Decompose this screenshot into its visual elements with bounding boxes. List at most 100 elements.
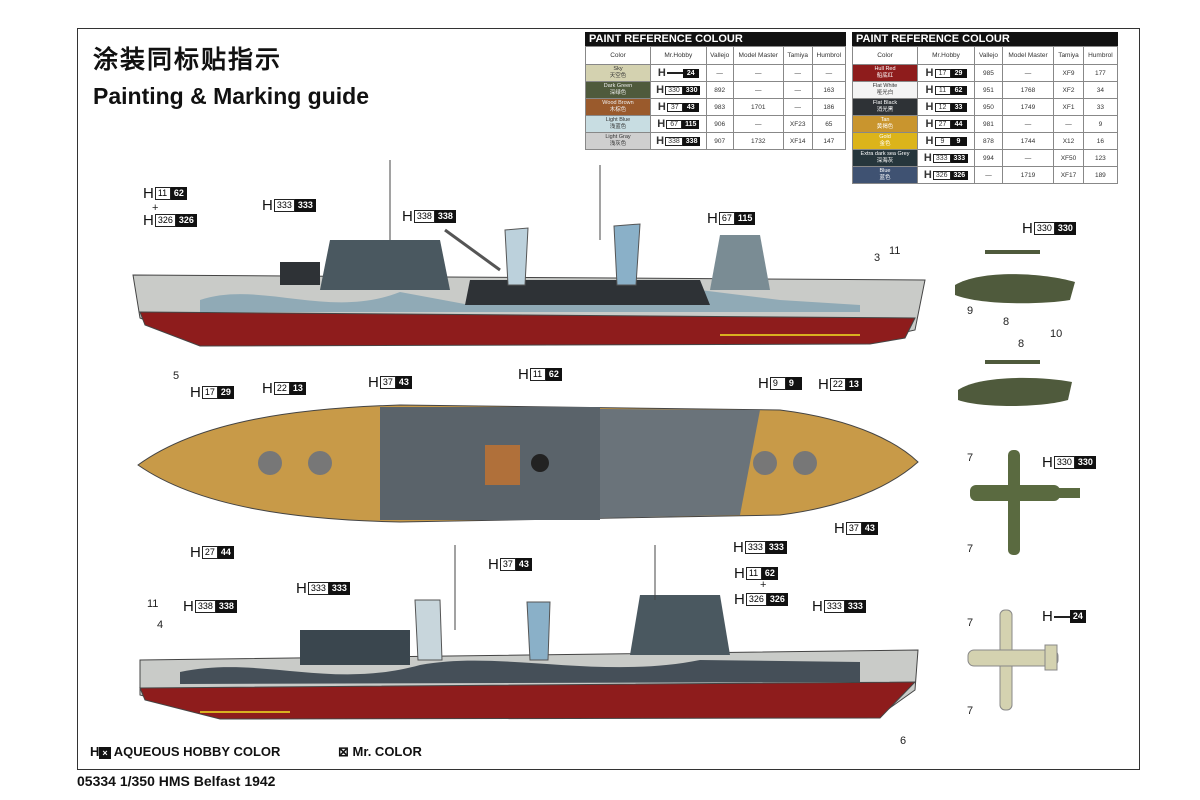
aircraft-top-view	[970, 450, 1080, 555]
part-number-label: 3	[874, 252, 881, 264]
callout-aqueous-code: 22	[829, 378, 846, 391]
callout-aqueous-code: 330	[1033, 222, 1055, 235]
callout-mr-code: 44	[217, 546, 234, 559]
callout-aqueous-code: 37	[379, 376, 396, 389]
callout-h: H	[734, 591, 745, 608]
product-footer: 05334 1/350 HMS Belfast 1942	[77, 773, 276, 789]
callout-mr-code: 333	[765, 541, 787, 554]
humbrol-code: 189	[1082, 166, 1119, 184]
callout-mr-code: 330	[1074, 456, 1096, 469]
callout-mr-code: 333	[844, 600, 866, 613]
callout-h: H	[1042, 608, 1053, 625]
callout-aqueous-code: 11	[745, 567, 762, 580]
legend-mr-color: ⊠ Mr. COLOR	[338, 744, 422, 760]
callout-h: H	[143, 212, 154, 229]
callout-h: H	[190, 544, 201, 561]
callout-h: H	[183, 598, 194, 615]
callout-mr-code: 330	[1054, 222, 1076, 235]
part-number-label: 7	[967, 452, 974, 464]
callout-mr-code: 29	[217, 386, 234, 399]
part-number-label: 4	[157, 619, 164, 631]
callout-h: H	[1042, 454, 1053, 471]
guide-frame	[77, 28, 1140, 770]
callout-h: H	[262, 197, 273, 214]
callout-aqueous-code: 330	[1053, 456, 1075, 469]
title-chinese: 涂装同标贴指示	[93, 46, 283, 74]
part-number-label: 10	[1050, 328, 1063, 340]
callout-aqueous-code: 333	[307, 582, 329, 595]
callout-h: H	[402, 208, 413, 225]
color-name-cn: 深绿色	[609, 90, 627, 96]
callout-h: H	[518, 366, 529, 383]
callout-h: H	[143, 185, 154, 202]
column-header: Humbrol	[1082, 46, 1119, 65]
callout-aqueous-code	[1053, 615, 1070, 618]
legend-mr-label: Mr. COLOR	[352, 744, 422, 759]
callout-aqueous-code: 11	[529, 368, 546, 381]
part-number-label: 8	[1003, 316, 1010, 328]
part-number-label: 8	[1018, 338, 1025, 350]
callout-mr-code: 43	[861, 522, 878, 535]
color-name-cn: 浅灰色	[609, 141, 627, 147]
table-caption: PAINT REFERENCE COLOUR	[585, 32, 846, 46]
callout-aqueous-code: 326	[154, 214, 176, 227]
color-name-cn: 哑光白	[876, 90, 894, 96]
model-master-code: 1719	[1001, 166, 1055, 184]
part-number-label: 9	[967, 305, 974, 317]
callout-mr-code: 115	[734, 212, 756, 225]
color-name-cn: 浅蓝色	[609, 124, 627, 130]
callout-h: H	[262, 380, 273, 397]
color-name: Tan	[880, 117, 890, 123]
plus-sign: +	[152, 202, 159, 214]
callout-aqueous-code: 326	[745, 593, 767, 606]
aircraft-bottom-view	[967, 609, 1059, 711]
callout-h: H	[190, 384, 201, 401]
callout-aqueous-code: 9	[769, 377, 786, 390]
callout-mr-code: 338	[434, 210, 456, 223]
callout-mr-code: 13	[845, 378, 862, 391]
callout-mr-code: 62	[170, 187, 187, 200]
humbrol-code: 147	[811, 132, 847, 150]
callout-aqueous-code: 333	[823, 600, 845, 613]
part-number-label: 6	[900, 735, 907, 747]
callout-aqueous-code: 27	[201, 546, 218, 559]
color-name: Extra dark sea Grey	[860, 151, 910, 157]
callout-aqueous-code: 67	[718, 212, 735, 225]
callout-h: H	[758, 375, 769, 392]
color-name: Hull Red	[874, 66, 896, 72]
callout-mr-code: 13	[289, 382, 306, 395]
callout-mr-code: 62	[545, 368, 562, 381]
callout-aqueous-code: 338	[194, 600, 216, 613]
h-symbol: H	[90, 744, 100, 759]
legend-aqueous-label: AQUEOUS HOBBY COLOR	[113, 744, 281, 759]
